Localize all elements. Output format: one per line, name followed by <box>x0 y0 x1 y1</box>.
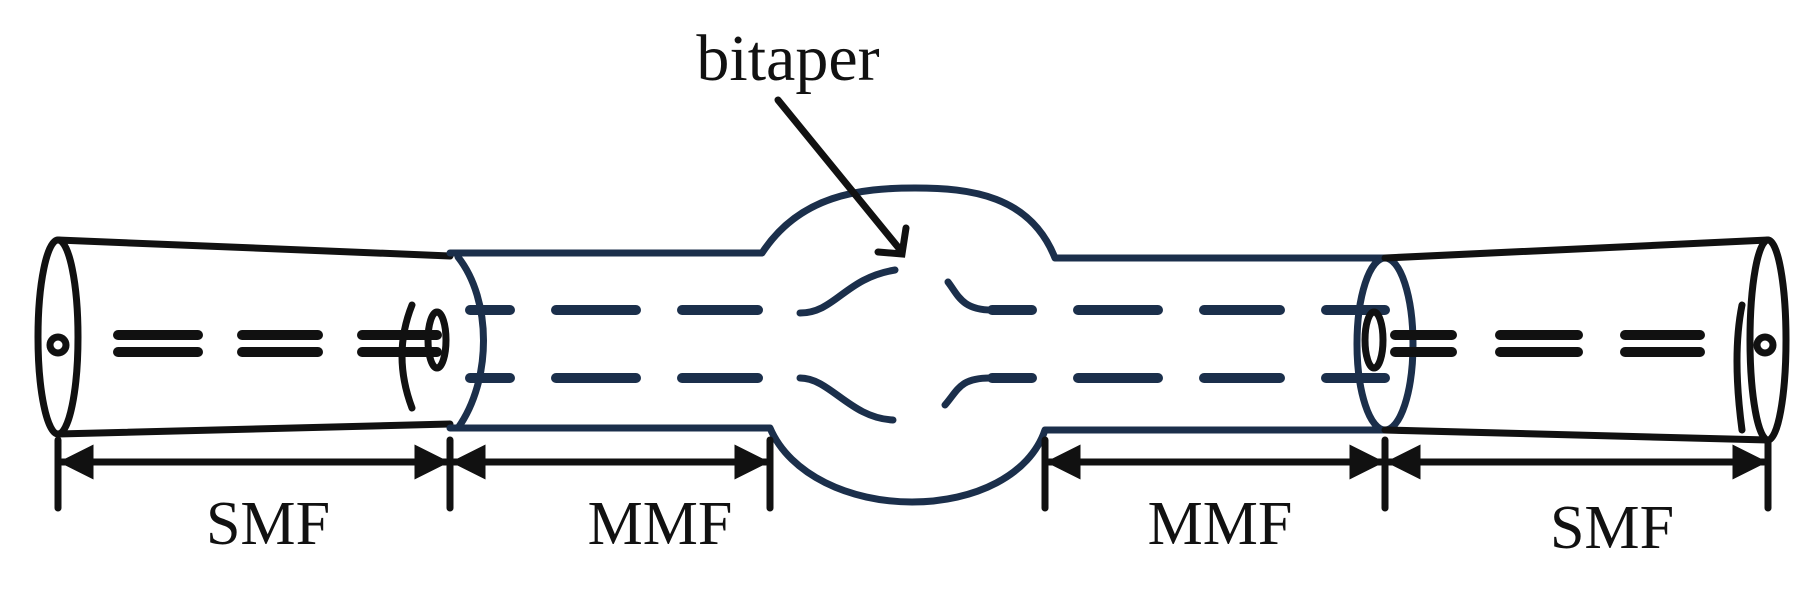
mmf-left-end-face <box>454 253 487 432</box>
bitaper-core-lower-left <box>796 374 897 424</box>
segment-label-smf-right: SMF <box>1550 494 1674 562</box>
smf-left-core-lines <box>113 330 442 357</box>
segment-label-mmf-left: MMF <box>588 490 733 558</box>
smf-right-core-lines <box>1390 330 1705 357</box>
smf-left-fiber <box>34 236 454 438</box>
bitaper-label: bitaper <box>696 22 879 95</box>
smf-right-inner-arc <box>1733 301 1746 434</box>
segment-label-smf-left: SMF <box>206 490 330 558</box>
bitaper-callout-arrow <box>774 96 910 258</box>
bitaper-core-upper-left <box>796 266 899 317</box>
smf-right-fiber <box>1361 236 1790 444</box>
mmf-outline-bottom <box>446 424 1389 506</box>
mmf-core-dashes <box>465 305 1390 383</box>
smf-left-bottom-edge <box>54 420 454 438</box>
smf-right-core-face <box>1361 308 1387 372</box>
segment-label-mmf-right: MMF <box>1148 490 1293 558</box>
smf-right-bottom-edge <box>1381 426 1772 444</box>
smf-left-top-edge <box>54 236 454 260</box>
dimension-markers <box>54 436 1772 512</box>
smf-right-top-edge <box>1381 236 1772 262</box>
bitaper-core-lower-right <box>941 374 994 409</box>
smf-right-core-dot <box>1753 333 1777 357</box>
mmf-outline-top <box>446 184 1389 262</box>
mmf-bitaper-fiber <box>446 184 1417 506</box>
smf-left-core-dot <box>46 333 70 357</box>
bitaper-core-upper-right <box>944 278 996 314</box>
